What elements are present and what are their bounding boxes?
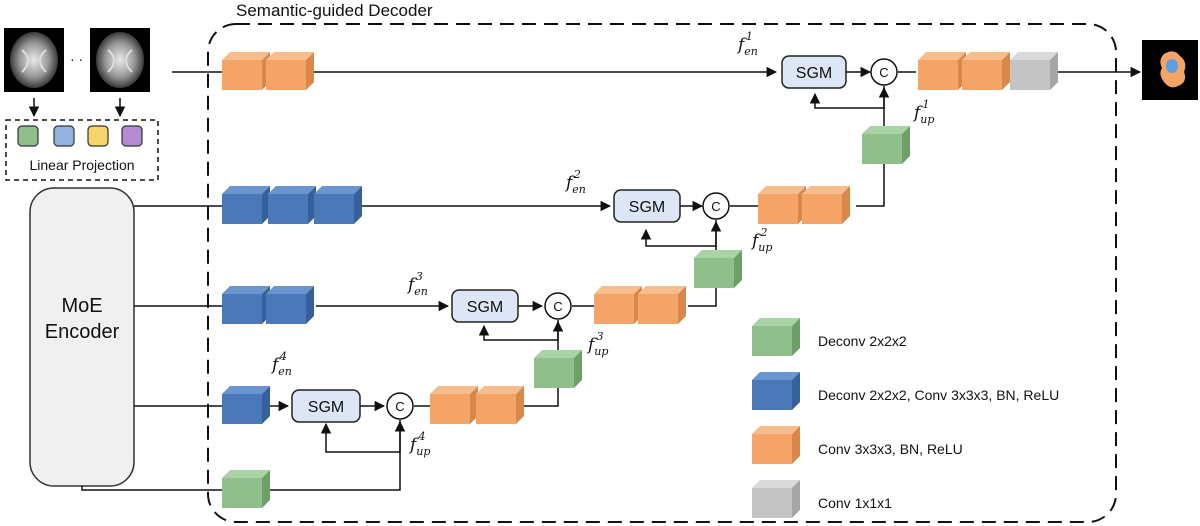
feature-up4: fup4 [408, 430, 430, 458]
orange-block [430, 386, 478, 424]
decoder-frame [207, 23, 1117, 523]
token-green [17, 125, 39, 147]
concat-level1: C [870, 58, 898, 86]
sgm-level3: SGM [451, 289, 519, 323]
orange-block [476, 386, 524, 424]
feature-en4: fen4 [270, 350, 292, 378]
legend-label: Deconv 2x2x2, Conv 3x3x3, BN, ReLU [818, 387, 1059, 403]
legend-swatch [752, 372, 800, 410]
conv-blocks [222, 52, 1058, 508]
slices-ellipsis: · · [70, 51, 83, 67]
concat-label: C [879, 65, 888, 80]
feature-up1: fup1 [912, 98, 934, 126]
blue-block [266, 286, 314, 324]
token-purple [121, 125, 143, 147]
green-block [222, 470, 270, 508]
legend-label: Conv 1x1x1 [818, 495, 892, 511]
blue-block [222, 286, 270, 324]
connections [81, 66, 1142, 491]
encoder-label-line2: Encoder [45, 321, 120, 343]
feature-en3: fen3 [406, 270, 428, 298]
sgm-level1: SGM [781, 55, 847, 89]
sgm-label: SGM [796, 65, 832, 82]
sgm-level2: SGM [613, 189, 681, 223]
concat-level2: C [702, 192, 730, 220]
token-blue [53, 125, 75, 147]
blue-block [268, 186, 316, 224]
mri-input-slices [4, 28, 150, 92]
orange-block [266, 52, 314, 90]
orange-block [918, 52, 966, 90]
legend-swatch [752, 480, 800, 518]
concat-level4: C [386, 392, 414, 420]
token-yellow [87, 125, 109, 147]
orange-block [758, 186, 806, 224]
output-segmentation [1142, 40, 1198, 100]
decoder-title: Semantic-guided Decoder [236, 1, 433, 20]
concat-label: C [395, 399, 404, 414]
blue-block [222, 186, 270, 224]
concat-level3: C [544, 292, 572, 320]
orange-block [638, 286, 686, 324]
feature-en1: fen1 [736, 30, 758, 58]
orange-block [222, 52, 270, 90]
encoder-label-line1: MoE [61, 295, 102, 317]
green-block [862, 126, 910, 164]
sgm-label: SGM [467, 299, 503, 316]
green-block [534, 350, 582, 388]
linear-projection-box [5, 119, 159, 181]
concat-label: C [553, 299, 562, 314]
concat-label: C [711, 199, 720, 214]
legend-swatch [752, 318, 800, 356]
orange-block [802, 186, 850, 224]
gray-block [1010, 52, 1058, 90]
green-block [694, 250, 742, 288]
orange-block [962, 52, 1010, 90]
linear-projection-label: Linear Projection [29, 157, 134, 173]
feature-up2: fup2 [750, 226, 772, 254]
orange-block [594, 286, 642, 324]
blue-block [222, 386, 270, 424]
blue-block [314, 186, 362, 224]
sgm-level4: SGM [291, 389, 361, 423]
feature-up3: fup3 [586, 330, 608, 358]
legend-swatch [752, 426, 800, 464]
sgm-label: SGM [629, 199, 665, 216]
feature-en2: fen2 [564, 168, 586, 196]
legend-label: Deconv 2x2x2 [818, 333, 907, 349]
sgm-label: SGM [308, 399, 344, 416]
legend-label: Conv 3x3x3, BN, ReLU [818, 441, 963, 457]
